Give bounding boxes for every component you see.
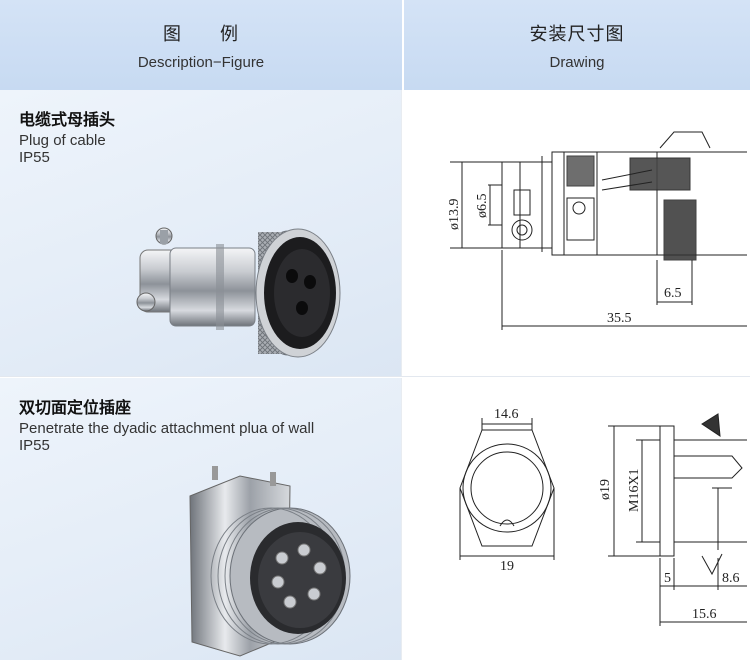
header-left-title-zh: 图 例 bbox=[163, 23, 239, 45]
header-right-title-zh: 安装尺寸图 bbox=[529, 23, 625, 45]
dim-outer-diameter: ø13.9 bbox=[447, 199, 462, 231]
drawing-cell: ø13.9 ø6.5 6.5 35.5 bbox=[402, 90, 750, 376]
dim-flange-diameter: ø19 bbox=[598, 479, 613, 500]
dim-hex-width: 14.6 bbox=[494, 407, 519, 422]
dim-small-length: 6.5 bbox=[664, 286, 682, 301]
product-desc-text: Penetrate the dyadic attachment plua of … bbox=[19, 420, 315, 437]
header-right-title-en: Drawing bbox=[549, 53, 605, 71]
dim-length-b: 8.6 bbox=[722, 571, 740, 586]
product-rating: IP55 bbox=[19, 437, 50, 454]
product-rating: IP55 bbox=[19, 149, 50, 166]
header-drawing: 安装尺寸图 Drawing bbox=[404, 0, 750, 90]
panel-socket-drawing: 14.6 19 ø19 M16X1 5 8.6 15.6 bbox=[459, 407, 747, 626]
table-header: 图 例 Description−Figure 安装尺寸图 Drawing bbox=[0, 0, 750, 90]
dim-total-length: 35.5 bbox=[607, 311, 632, 326]
product-title: 电缆式母插头 bbox=[19, 110, 116, 129]
dim-total-length: 15.6 bbox=[692, 607, 717, 622]
product-description: Penetrate the dyadic attachment plua of … bbox=[19, 420, 314, 454]
product-description: Plug of cable IP55 bbox=[19, 132, 106, 166]
product-row-cable-plug: 电缆式母插头 Plug of cable IP55 bbox=[0, 90, 750, 377]
cable-plug-photo bbox=[136, 227, 341, 358]
panel-socket-photo bbox=[189, 466, 351, 657]
product-description-cell: 双切面定位插座 Penetrate the dyadic attachment … bbox=[0, 378, 402, 660]
header-description-figure: 图 例 Description−Figure bbox=[0, 0, 402, 90]
dim-hex-across: 19 bbox=[500, 559, 514, 574]
header-left-title-en: Description−Figure bbox=[137, 53, 265, 71]
product-description-cell: 电缆式母插头 Plug of cable IP55 bbox=[0, 90, 402, 376]
cable-plug-drawing: ø13.9 ø6.5 6.5 35.5 bbox=[447, 131, 747, 330]
dim-inner-diameter: ø6.5 bbox=[475, 194, 490, 219]
dim-length-a: 5 bbox=[664, 571, 671, 586]
dim-thread-size: M16X1 bbox=[627, 468, 642, 512]
product-row-panel-socket: 双切面定位插座 Penetrate the dyadic attachment … bbox=[0, 378, 750, 660]
drawing-cell: 14.6 19 ø19 M16X1 5 8.6 15.6 bbox=[402, 378, 750, 660]
product-title: 双切面定位插座 bbox=[19, 398, 132, 417]
product-desc-text: Plug of cable bbox=[19, 132, 106, 149]
